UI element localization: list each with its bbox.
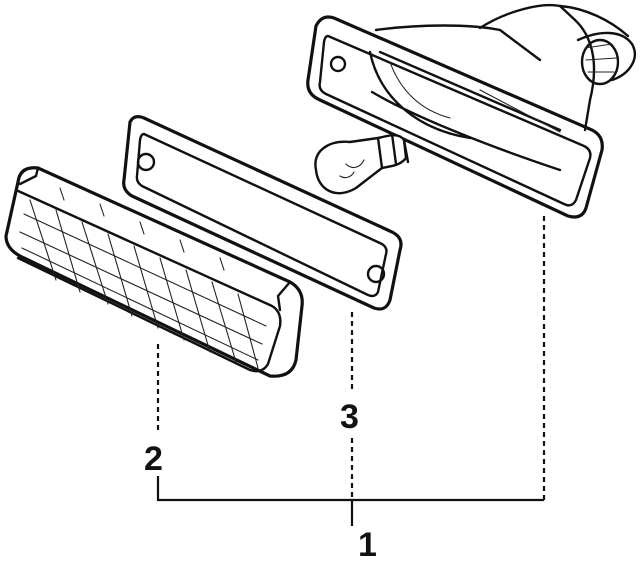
- callout-lens[interactable]: 2: [144, 440, 163, 478]
- bracket-line: [156, 476, 544, 502]
- leader-lines: [156, 216, 546, 526]
- bulb[interactable]: [314, 132, 410, 195]
- callout-gasket[interactable]: 3: [340, 398, 359, 436]
- lens[interactable]: [4, 166, 304, 378]
- gasket[interactable]: [122, 115, 403, 311]
- lamp-housing[interactable]: [306, 4, 636, 219]
- callout-assembly[interactable]: 1: [358, 526, 377, 563]
